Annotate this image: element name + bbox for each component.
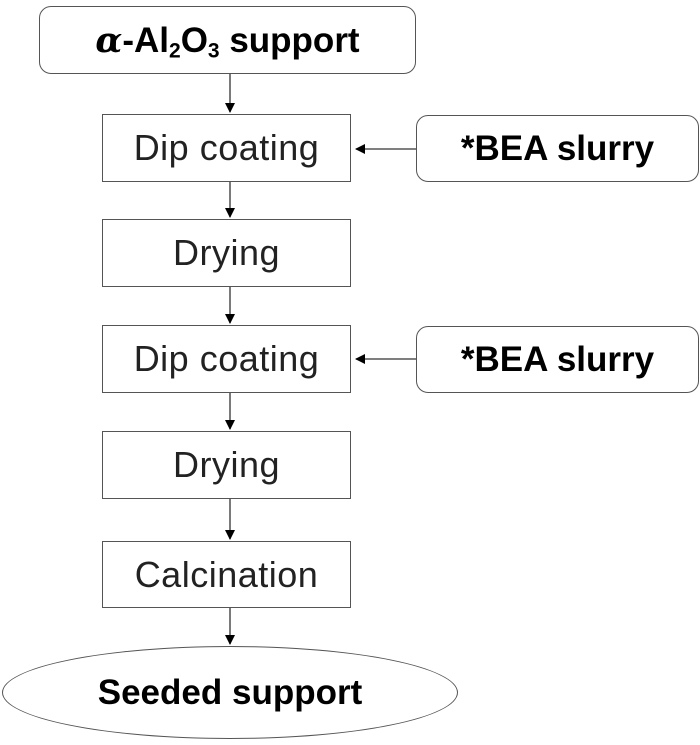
start-label-sub-3: 3 [207, 38, 220, 62]
start-label-sub-2: 2 [169, 38, 181, 62]
step-label: Drying [172, 444, 281, 485]
end-node-seeded-support: Seeded support [2, 646, 458, 739]
start-label-o: O [180, 20, 208, 60]
input-label: *BEA slurry [460, 128, 655, 168]
step-label: Calcination [134, 553, 319, 595]
step-drying-1: Drying [102, 219, 351, 287]
alpha-symbol: α [95, 19, 123, 61]
step-label: Dip coating [133, 127, 320, 168]
end-node-label: Seeded support [97, 672, 363, 712]
step-calcination: Calcination [102, 541, 351, 608]
input-bea-slurry-2: *BEA slurry [416, 326, 699, 393]
start-label-support: support [219, 20, 360, 60]
step-dip-coating-2: Dip coating [102, 325, 351, 393]
input-label: *BEA slurry [460, 339, 655, 379]
step-label: Drying [172, 232, 281, 273]
start-label-al: -Al [122, 20, 169, 60]
start-node-label: α-Al2O3 support [95, 20, 359, 61]
step-dip-coating-1: Dip coating [102, 114, 351, 182]
step-label: Dip coating [133, 338, 320, 379]
step-drying-2: Drying [102, 431, 351, 499]
start-node-alumina-support: α-Al2O3 support [39, 6, 416, 74]
input-bea-slurry-1: *BEA slurry [416, 115, 699, 182]
